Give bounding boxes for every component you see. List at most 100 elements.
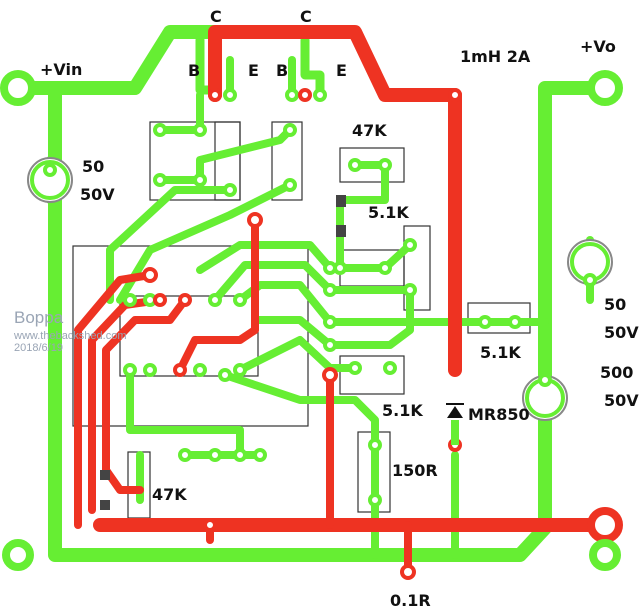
- trace-ic-4: [251, 296, 414, 349]
- label-51k-a: 5.1K: [368, 203, 409, 222]
- solder-pad: [348, 158, 362, 172]
- watermark-date: 2018/6/19: [14, 342, 63, 354]
- watermark-name: Boppa: [14, 308, 64, 327]
- transistor-tab-1: [214, 121, 241, 201]
- solder-pad: [223, 88, 237, 102]
- solder-pad: [403, 238, 417, 252]
- solder-pad: [233, 448, 247, 462]
- silkscreen-labels: +Vin +Vo C C B E B E 1mH 2A 50 50V 47K 5…: [40, 7, 639, 610]
- cap-in-outline: [27, 157, 73, 203]
- resistor-51k-outline: [403, 225, 431, 311]
- solder-pad: [208, 448, 222, 462]
- trace-q1b: [156, 126, 294, 184]
- label-e1: E: [248, 61, 259, 80]
- solder-pad: [378, 158, 392, 172]
- solder-pad: [153, 293, 167, 307]
- solder-pad: [283, 123, 297, 137]
- solder-pad: [378, 261, 392, 275]
- vin-terminal: [0, 70, 36, 106]
- solder-pad: [203, 518, 217, 532]
- label-inductor: 1mH 2A: [460, 47, 531, 66]
- solder-pad: [348, 361, 362, 375]
- solder-pad: [448, 88, 462, 102]
- solder-pad: [193, 123, 207, 137]
- trace-e2: [300, 35, 325, 100]
- label-b2: B: [276, 61, 288, 80]
- trace-red-3: [102, 296, 189, 474]
- vo-terminal: [587, 70, 623, 106]
- solder-pad: [153, 123, 167, 137]
- solder-pad: [193, 173, 207, 187]
- solder-pad: [153, 173, 167, 187]
- smd-part-3: [100, 470, 110, 480]
- solder-pad: [208, 293, 222, 307]
- solder-pad: [173, 363, 187, 377]
- solder-pad: [323, 261, 337, 275]
- label-47k-bottom: 47K: [152, 485, 187, 504]
- solder-pad: [283, 178, 297, 192]
- solder-pad: [178, 293, 192, 307]
- label-c1: C: [210, 7, 222, 26]
- solder-pad: [323, 338, 337, 352]
- solder-pad: [143, 363, 157, 377]
- trace-red-2: [88, 296, 164, 514]
- solder-pad: [538, 373, 552, 387]
- solder-pad: [123, 293, 137, 307]
- label-vo: +Vo: [580, 37, 616, 56]
- solder-pad: [368, 493, 382, 507]
- label-cap-in-voltage: 50V: [80, 185, 115, 204]
- solder-pad: [508, 315, 522, 329]
- trace-red-4: [102, 466, 144, 494]
- solder-pad: [368, 438, 382, 452]
- diode-symbol: [446, 403, 464, 445]
- label-b1: B: [188, 61, 200, 80]
- trace-collector: [208, 25, 462, 377]
- label-51k-c: 5.1K: [480, 343, 521, 362]
- label-51k-b: 5.1K: [382, 401, 423, 420]
- smd-part-4: [100, 500, 110, 510]
- capacitors: [27, 157, 613, 421]
- watermark-site: www.thebackshed.com: [14, 330, 127, 342]
- solder-pad: [142, 267, 158, 283]
- label-cap-out2-value: 500: [600, 363, 633, 382]
- solder-pad: [400, 564, 416, 580]
- solder-pad: [218, 368, 232, 382]
- solder-pad: [478, 315, 492, 329]
- solder-pad: [208, 88, 222, 102]
- label-cap-out1-value: 50: [604, 295, 626, 314]
- label-150r: 150R: [392, 461, 438, 480]
- solder-pad: [403, 283, 417, 297]
- trace-ic-7: [126, 366, 244, 459]
- solder-pad: [247, 212, 263, 228]
- solder-pad: [233, 363, 247, 377]
- resistor-51k-b-outline: [339, 355, 405, 395]
- label-cap-out2-voltage: 50V: [604, 391, 639, 410]
- diode-mark: [447, 406, 463, 418]
- transistor-outline-2: [271, 121, 303, 201]
- solder-pad: [123, 363, 137, 377]
- top-traces: [74, 25, 607, 576]
- smd-part-1: [336, 195, 346, 207]
- solder-pad: [313, 88, 327, 102]
- solder-pad: [233, 293, 247, 307]
- trace-ground: [48, 81, 612, 562]
- trace-red-5: [176, 216, 259, 374]
- solder-pad: [285, 88, 299, 102]
- trace-q1a: [156, 91, 204, 134]
- label-cap-out1-voltage: 50V: [604, 323, 639, 342]
- cap-in-ring: [30, 160, 70, 200]
- solder-pad: [178, 448, 192, 462]
- terminals: [0, 70, 623, 571]
- solder-pad: [223, 183, 237, 197]
- label-e2: E: [336, 61, 347, 80]
- label-rsense: 0.1R: [390, 591, 431, 610]
- solder-pad: [298, 88, 312, 102]
- solder-pad: [253, 448, 267, 462]
- trace-ic-5: [236, 336, 359, 374]
- solder-pad: [193, 363, 207, 377]
- label-c2: C: [300, 7, 312, 26]
- solder-pad: [583, 273, 597, 287]
- resistor-47k-outline: [339, 147, 405, 183]
- solder-pad: [383, 361, 397, 375]
